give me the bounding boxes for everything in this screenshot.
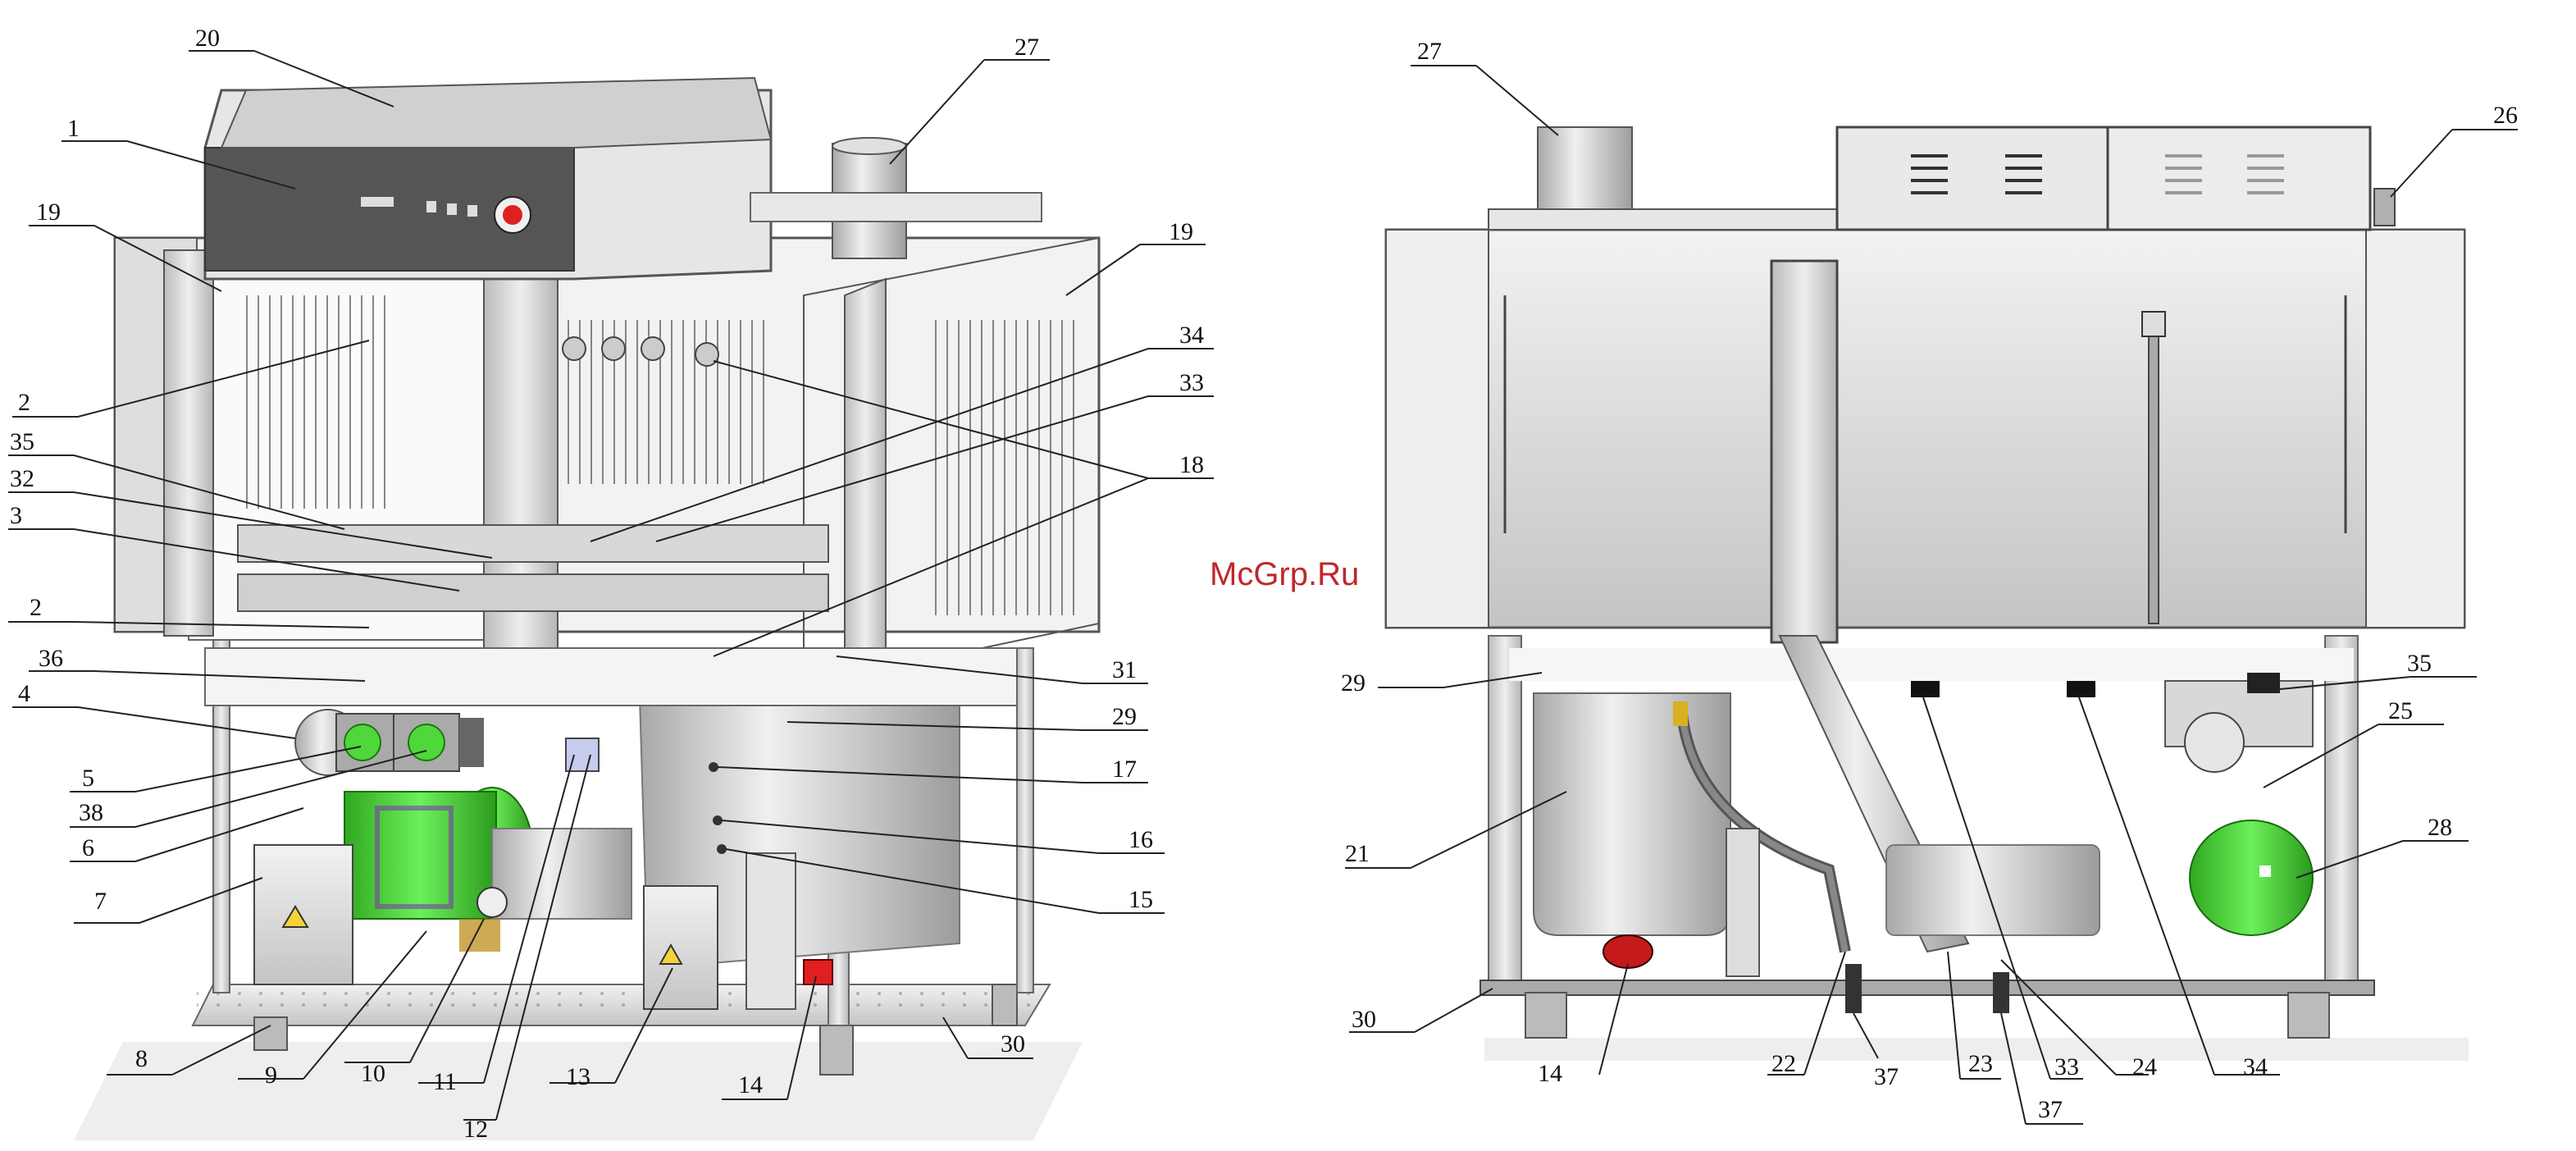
callout-label: 26 [2493,102,2518,129]
left-machine-view: 20 1 27 19 19 2 34 33 35 32 18 3 [8,25,1214,1143]
callout-label: 20 [195,25,220,52]
right-control-box [1837,127,2108,230]
callout-label: 19 [1169,218,1193,245]
callout-label: 33 [1179,369,1204,396]
left-control-panel [205,78,771,279]
right-drain-pump-icon [1603,935,1653,968]
left-contactor-box [644,886,718,1009]
callout-label: 12 [463,1116,488,1143]
callout-label: 37 [2038,1096,2063,1123]
callout-label: 16 [1128,826,1153,853]
callout-label: 22 [1771,1050,1796,1077]
callout-label: 7 [94,888,107,915]
drain-pump-icon [804,960,832,984]
left-electrical-box [254,845,353,984]
callout-label: 34 [2243,1053,2268,1080]
left-pumps [295,710,484,775]
callout-label: 11 [433,1068,457,1095]
callout-label: 17 [1112,756,1137,783]
callout-label: 38 [79,799,103,826]
callout-label: 34 [1179,322,1204,349]
callout-label: 23 [1968,1050,1993,1077]
callout-label: 31 [1112,656,1137,683]
right-wash-housing [1386,230,2464,628]
callout-label: 5 [82,765,94,792]
callout-label: 29 [1341,669,1366,697]
callout-label: 9 [265,1062,277,1089]
callout-label: 8 [135,1045,148,1072]
right-green-motor [2190,820,2313,935]
callout-label: 21 [1345,840,1370,867]
callout-label: 15 [1128,886,1153,913]
callout-label: 4 [18,680,30,707]
callout-label: 32 [10,465,34,492]
callout-label: 10 [361,1060,385,1087]
callout-label: 27 [1417,38,1442,65]
callout-label: 3 [10,502,22,529]
callout-label: 28 [2428,814,2452,841]
callout-label: 36 [39,645,63,672]
callout-label: 33 [2054,1053,2079,1080]
callout-label: 25 [2388,697,2413,724]
left-wash-housing [115,238,1099,706]
callout-label: 14 [738,1071,763,1098]
callout-label: 30 [1352,1006,1376,1033]
callout-label: 18 [1179,451,1204,478]
left-boiler [344,788,631,952]
callout-label: 2 [30,594,42,621]
callout-label: 6 [82,834,94,861]
callout-label: 19 [36,199,61,226]
callout-label: 29 [1112,703,1137,730]
emergency-stop-icon [503,205,522,225]
callout-label: 37 [1874,1063,1899,1090]
callout-label: 30 [1001,1030,1025,1057]
callout-label: 27 [1014,34,1039,61]
callout-label: 2 [18,389,30,416]
callout-label: 14 [1538,1060,1562,1087]
right-machine-view: 27 26 29 35 25 21 28 30 14 22 37 23 [1341,38,2518,1124]
right-tank [1534,693,1730,935]
callout-label: 1 [67,115,80,142]
watermark-text: McGrp.Ru [1210,556,1359,592]
callout-label: 35 [10,428,34,455]
callout-label: 13 [566,1063,590,1090]
callout-label: 35 [2407,650,2432,677]
callout-label: 24 [2132,1053,2157,1080]
right-chimney [1538,127,1632,209]
